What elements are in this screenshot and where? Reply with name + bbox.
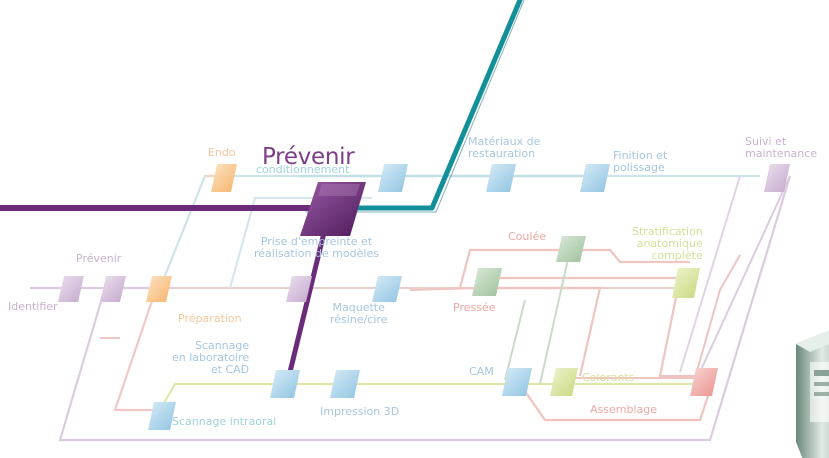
label-cam: CAM — [469, 365, 494, 378]
node-scannage-intraoral — [148, 402, 176, 430]
node-coulee — [556, 236, 586, 262]
node-maquette — [372, 276, 402, 302]
label-prevenir-small: Prévenir — [76, 252, 122, 265]
node-preparation — [146, 276, 172, 302]
label-pressee: Pressée — [453, 301, 496, 314]
label-preparation: Préparation — [178, 312, 242, 325]
node-colorants — [550, 368, 578, 396]
label-finition: Finition et polissage — [613, 149, 668, 174]
label-scannage-intraoral: Scannage intraoral — [172, 415, 277, 428]
product-box-image — [796, 330, 829, 458]
node-identifier — [58, 276, 84, 302]
title-prevenir: Prévenir — [262, 144, 355, 170]
label-identifier: Identifier — [8, 300, 58, 313]
node-assemblage — [690, 368, 718, 396]
node-scannage-labo — [270, 370, 300, 398]
label-scannage-labo: Scannage en laboratoire et CAD — [172, 339, 250, 376]
node-prevenir-small — [100, 276, 126, 302]
node-materiaux — [486, 164, 516, 192]
label-materiaux: Matériaux de restauration — [468, 135, 541, 160]
node-finition — [580, 164, 610, 192]
node-prevenir-hero — [300, 182, 366, 236]
node-endo — [211, 164, 237, 192]
label-suivi: Suivi et maintenance — [745, 135, 818, 160]
label-coulee: Coulée — [508, 230, 546, 243]
label-stratification: Stratification anatomique complète — [632, 225, 703, 262]
label-impression: Impression 3D — [320, 405, 400, 418]
node-prise — [286, 276, 312, 302]
label-conditionnement: conditionnement — [256, 163, 350, 176]
node-pressee — [472, 268, 502, 296]
label-maquette: Maquette résine/cire — [330, 301, 388, 326]
node-suivi — [764, 164, 790, 192]
label-colorants: Colorants — [582, 371, 635, 384]
label-assemblage: Assemblage — [590, 403, 657, 416]
node-cam — [502, 368, 532, 396]
node-impression — [330, 370, 360, 398]
label-endo: Endo — [208, 146, 236, 159]
label-prise: Prise d'empreinte et réalisation de modè… — [254, 235, 379, 260]
node-stratification — [672, 268, 700, 298]
node-conditionnement — [378, 164, 408, 192]
